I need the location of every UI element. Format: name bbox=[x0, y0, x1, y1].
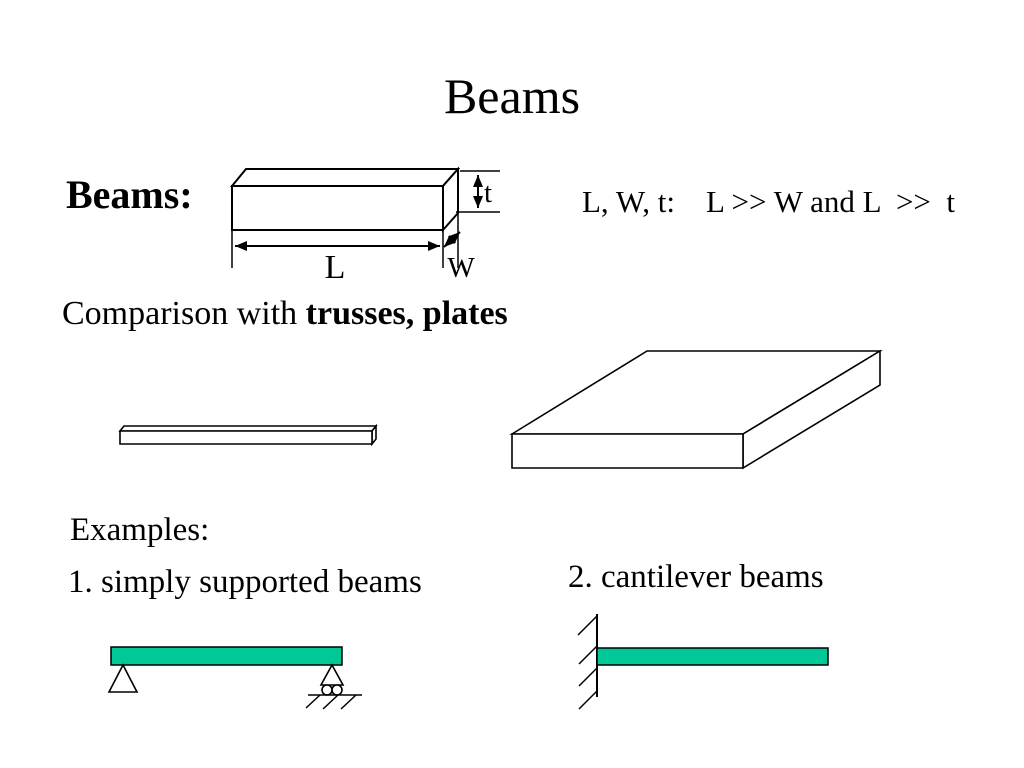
roller-circle-left bbox=[321, 684, 333, 696]
beam-3d-diagram: L W t bbox=[229, 166, 500, 286]
truss-bar-diagram bbox=[118, 423, 378, 447]
length-label: L bbox=[325, 249, 346, 286]
roller-circle-right bbox=[331, 684, 343, 696]
comparison-text: Comparison with trusses, plates bbox=[62, 294, 508, 333]
pin-support-triangle bbox=[107, 663, 139, 693]
slide-title: Beams bbox=[443, 68, 581, 124]
comparison-prefix: Comparison with bbox=[62, 295, 306, 332]
truss-front-face bbox=[119, 430, 373, 445]
dimension-note: L, W, t: L >> W and L >> t bbox=[582, 184, 956, 219]
width-dimension-arrow bbox=[443, 231, 461, 248]
ground-hatch-3 bbox=[340, 694, 357, 710]
cantilever-bar bbox=[596, 647, 829, 666]
wall-hatch-1 bbox=[577, 615, 598, 636]
roller-support-triangle bbox=[319, 663, 345, 686]
ground-hatch-1 bbox=[305, 694, 321, 709]
thickness-label: t bbox=[484, 177, 492, 209]
beam-bar bbox=[110, 646, 343, 666]
example-2-text: 2. cantilever beams bbox=[568, 559, 824, 595]
beam-front-face bbox=[231, 185, 444, 231]
ground-hatch-2 bbox=[322, 694, 339, 710]
plate-diagram bbox=[509, 349, 883, 470]
wall-hatch-2 bbox=[578, 645, 598, 665]
comparison-bold: trusses, plates bbox=[305, 295, 508, 332]
beam-top-face bbox=[229, 168, 461, 187]
examples-label: Examples: bbox=[70, 512, 210, 548]
wall-hatch-3 bbox=[578, 667, 598, 687]
cantilever-beam-diagram bbox=[577, 614, 829, 710]
width-label: W bbox=[447, 252, 475, 284]
wall-hatch-4 bbox=[578, 690, 598, 710]
simply-supported-beam-diagram bbox=[107, 646, 362, 710]
plate-front-face bbox=[511, 433, 744, 469]
example-1-text: 1. simply supported beams bbox=[68, 564, 422, 600]
beams-label: Beams: bbox=[66, 172, 193, 217]
